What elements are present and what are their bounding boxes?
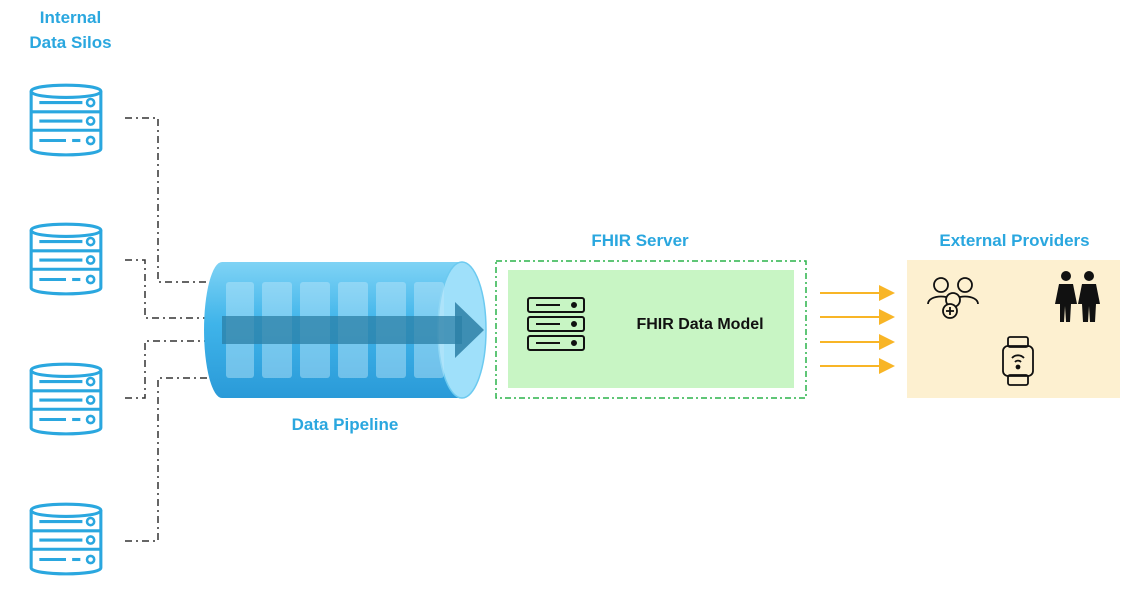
server-icon [527, 297, 585, 351]
connector-2 [125, 259, 210, 319]
connector-3 [125, 340, 210, 399]
provider-arrows [820, 285, 895, 374]
fhir-server-border [495, 260, 807, 399]
silos-title-line1: Internal [39, 8, 102, 27]
database-icon-3 [29, 362, 103, 436]
silos-title-line2: Data Silos [29, 33, 112, 52]
fhir-data-model-box [508, 270, 794, 388]
connector-4 [125, 377, 210, 542]
fhir-server-label: FHIR Server [591, 231, 689, 250]
patient-group-icon [927, 277, 979, 319]
connector-1 [125, 117, 210, 283]
couple-icon [1055, 271, 1100, 322]
silos-title: Internal Data Silos [18, 5, 123, 55]
database-icon-4 [29, 502, 103, 576]
fhir-data-model-label: FHIR Data Model [636, 316, 764, 333]
silo-connectors [125, 117, 210, 542]
database-icon-1 [29, 83, 103, 157]
external-providers-label: External Providers [939, 231, 1090, 250]
smartwatch-icon [1002, 336, 1034, 386]
data-pipeline-cylinder [204, 261, 487, 399]
data-pipeline-label: Data Pipeline [291, 415, 399, 434]
database-icon-2 [29, 222, 103, 296]
